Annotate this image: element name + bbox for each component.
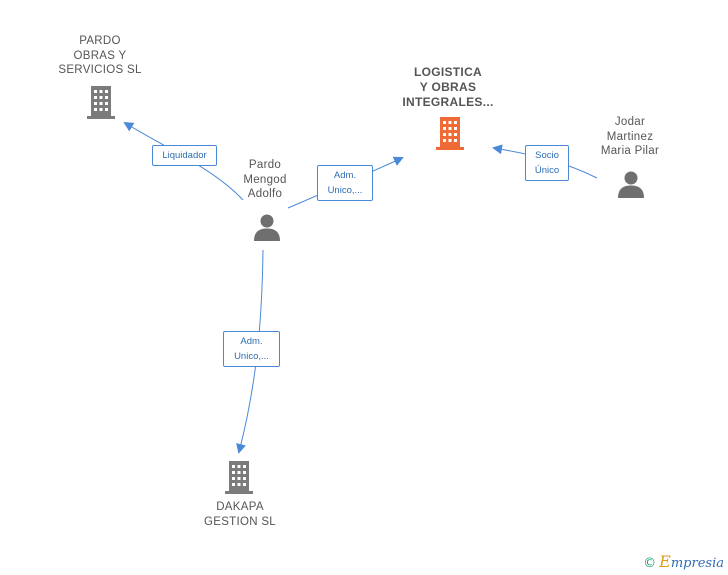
edge-label-line: Adm. bbox=[240, 336, 263, 347]
label-line: Y OBRAS bbox=[419, 80, 477, 94]
label-line: Mengod bbox=[243, 173, 287, 186]
label-line: LOGISTICA bbox=[413, 65, 483, 79]
edge-label-liquidador[interactable]: Liquidador bbox=[152, 145, 217, 166]
brand-initial: E bbox=[659, 552, 671, 571]
label-line: GESTION SL bbox=[203, 515, 277, 528]
node-label-jodar: Jodar Martinez Maria Pilar bbox=[580, 115, 680, 159]
label-line: Maria Pilar bbox=[600, 145, 660, 157]
edge-label-socio-unico[interactable]: Socio Único bbox=[525, 145, 569, 181]
person-icon[interactable] bbox=[616, 170, 646, 198]
label-line: Jodar bbox=[614, 116, 646, 128]
label-line: OBRAS Y bbox=[73, 49, 127, 62]
copyright-symbol: © bbox=[643, 556, 657, 571]
edge-label-line: Adm. bbox=[333, 170, 357, 181]
edge-label-line: Único bbox=[534, 165, 560, 176]
label-line: INTEGRALES... bbox=[402, 95, 494, 109]
label-line: Martinez bbox=[606, 130, 654, 143]
node-label-logistica: LOGISTICA Y OBRAS INTEGRALES... bbox=[388, 65, 508, 110]
label-line: PARDO bbox=[79, 35, 121, 47]
edge-label-line: Liquidador bbox=[162, 150, 207, 161]
node-label-pardo-obras: PARDO OBRAS Y SERVICIOS SL bbox=[40, 34, 160, 78]
node-label-dakapa: DAKAPA GESTION SL bbox=[180, 500, 300, 529]
edge-label-line: Unico,... bbox=[234, 351, 269, 362]
brand-name: mpresia bbox=[670, 556, 724, 571]
edge-label-line: Socio bbox=[535, 150, 559, 161]
label-line: SERVICIOS SL bbox=[58, 64, 142, 76]
edge-label-adm-dakapa[interactable]: Adm. Unico,... bbox=[223, 331, 280, 367]
building-icon[interactable] bbox=[434, 115, 466, 151]
edge-label-adm-logistica[interactable]: Adm. Unico,... bbox=[317, 165, 373, 201]
node-label-pardo-mengod: Pardo Mengod Adolfo bbox=[215, 158, 315, 202]
label-line: Adolfo bbox=[247, 188, 283, 200]
building-icon[interactable] bbox=[223, 459, 255, 495]
person-icon[interactable] bbox=[252, 213, 282, 241]
edge-label-line: Unico,... bbox=[327, 185, 363, 196]
label-line: Pardo bbox=[248, 159, 282, 171]
label-line: DAKAPA bbox=[216, 501, 264, 513]
empresia-logo[interactable]: ©Empresia bbox=[643, 552, 724, 571]
building-icon[interactable] bbox=[85, 84, 117, 120]
